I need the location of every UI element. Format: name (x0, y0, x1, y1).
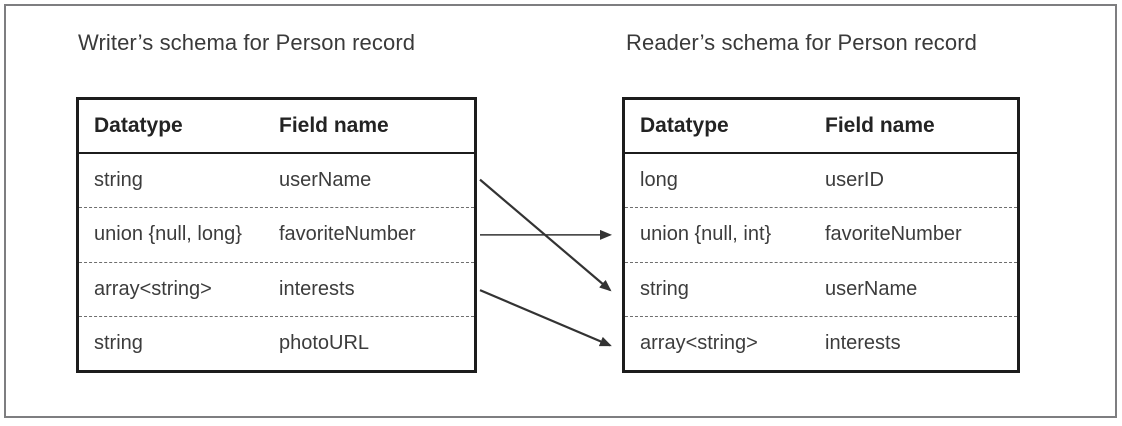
datatype-cell: string (94, 169, 143, 192)
field-name-cell: userID (825, 169, 884, 192)
writer-schema-table: Datatype Field name string userName unio… (76, 97, 477, 373)
datatype-cell: string (94, 331, 143, 354)
field-name-cell: userName (279, 169, 372, 192)
datatype-cell: union {null, long} (94, 223, 242, 246)
field-name-cell: interests (825, 331, 901, 354)
datatype-cell: array<string> (94, 277, 212, 300)
field-name-column-header: Field name (279, 114, 389, 137)
writer-schema-title: Writer’s schema for Person record (78, 30, 416, 55)
table-row: string userName (625, 261, 1017, 316)
table-row: array<string> interests (625, 315, 1017, 370)
table-row: union {null, long} favoriteNumber (79, 207, 474, 261)
field-name-cell: interests (279, 277, 355, 300)
datatype-cell: array<string> (640, 331, 758, 354)
field-name-cell: favoriteNumber (279, 223, 416, 246)
datatype-column-header: Datatype (640, 114, 729, 137)
datatype-column-header: Datatype (94, 114, 183, 137)
table-row: string userName (79, 154, 474, 207)
reader-schema-table: Datatype Field name long userID union {n… (622, 97, 1020, 373)
table-row: array<string> interests (79, 261, 474, 316)
reader-table-header: Datatype Field name (625, 100, 1017, 154)
field-name-column-header: Field name (825, 114, 935, 137)
datatype-cell: union {null, int} (640, 223, 772, 246)
field-name-cell: favoriteNumber (825, 223, 962, 246)
table-row: union {null, int} favoriteNumber (625, 207, 1017, 261)
reader-schema-title: Reader’s schema for Person record (626, 30, 977, 55)
field-name-cell: photoURL (279, 331, 370, 354)
table-row: long userID (625, 154, 1017, 207)
field-name-cell: userName (825, 277, 918, 300)
table-row: string photoURL (79, 315, 474, 370)
datatype-cell: string (640, 277, 689, 300)
writer-table-header: Datatype Field name (79, 100, 474, 154)
datatype-cell: long (640, 169, 678, 192)
